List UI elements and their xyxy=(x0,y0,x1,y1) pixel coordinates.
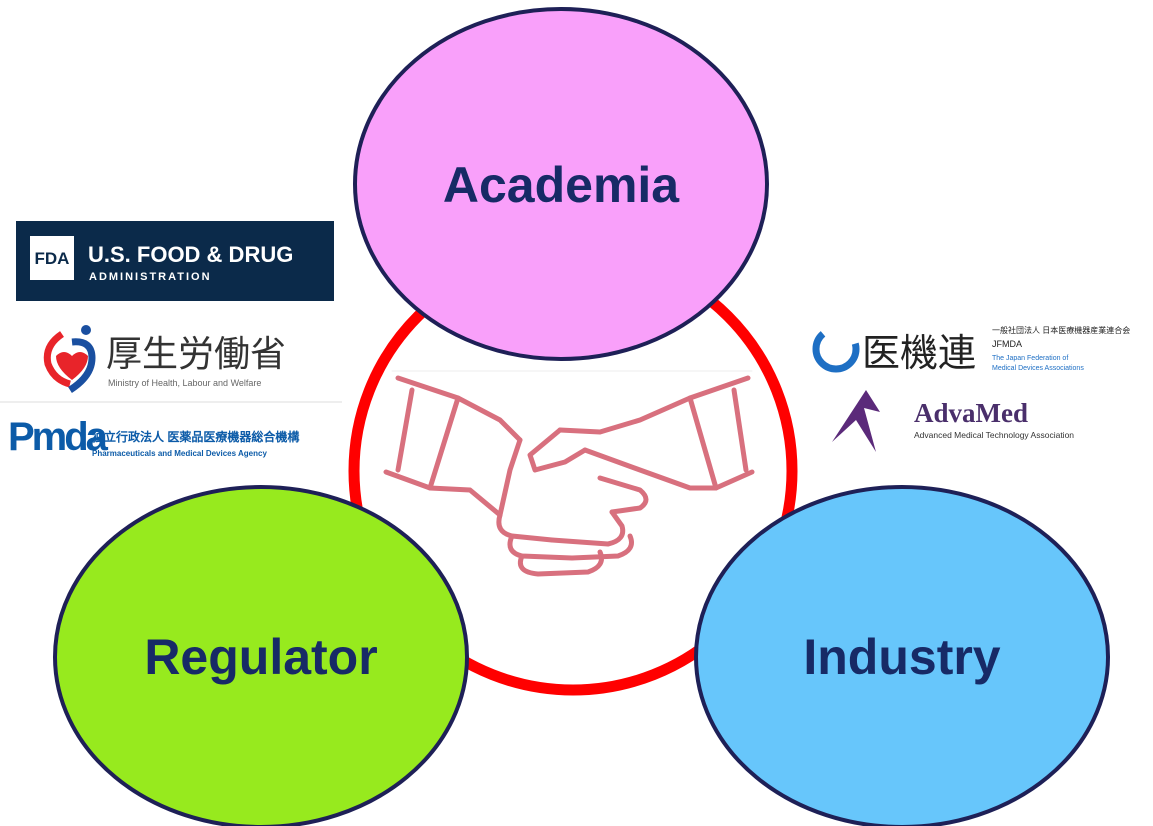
academia-circle xyxy=(353,7,769,361)
advamed-title: AdvaMed xyxy=(914,398,1028,428)
jfmda-emblem-icon xyxy=(812,325,860,373)
academia-label: Academia xyxy=(443,157,680,213)
handshake-icon xyxy=(383,370,755,577)
mhlw-logo: 厚生労働省 Ministry of Health, Labour and Wel… xyxy=(0,325,342,403)
fda-subtitle: ADMINISTRATION xyxy=(89,271,212,283)
pmda-title: 独立行政法人 医薬品医療機器総合機構 xyxy=(91,429,299,444)
pmda-subtitle: Pharmaceuticals and Medical Devices Agen… xyxy=(92,449,267,458)
pmda-logo: Pmda 独立行政法人 医薬品医療機器総合機構 Pharmaceuticals … xyxy=(8,415,299,459)
jfmda-logo: 医機連 一般社団法人 日本医療機器産業連合会 JFMDA The Japan F… xyxy=(812,325,1130,375)
fda-title: U.S. FOOD & DRUG xyxy=(88,242,293,267)
fda-logo: FDA U.S. FOOD & DRUG ADMINISTRATION xyxy=(16,221,334,301)
mhlw-title: 厚生労働省 xyxy=(106,333,286,374)
jfmda-org-jp: 一般社団法人 日本医療機器産業連合会 xyxy=(992,325,1130,335)
fda-mark: FDA xyxy=(35,249,70,268)
advamed-emblem-icon xyxy=(832,390,880,452)
regulator-label: Regulator xyxy=(144,629,377,685)
mhlw-emblem-icon xyxy=(43,331,72,388)
jfmda-abbr: JFMDA xyxy=(992,339,1022,349)
advamed-subtitle: Advanced Medical Technology Association xyxy=(914,430,1074,440)
jfmda-sub1: The Japan Federation of xyxy=(992,355,1068,362)
pmda-mark: Pmda xyxy=(8,415,109,459)
jfmda-title: 医機連 xyxy=(862,333,976,375)
industry-label: Industry xyxy=(803,629,1000,685)
regulator-circle xyxy=(53,485,469,826)
industry-circle xyxy=(694,485,1110,826)
mhlw-subtitle: Ministry of Health, Labour and Welfare xyxy=(108,378,261,388)
advamed-logo: AdvaMed Advanced Medical Technology Asso… xyxy=(832,390,1074,452)
jfmda-sub2: Medical Devices Associations xyxy=(992,365,1084,372)
